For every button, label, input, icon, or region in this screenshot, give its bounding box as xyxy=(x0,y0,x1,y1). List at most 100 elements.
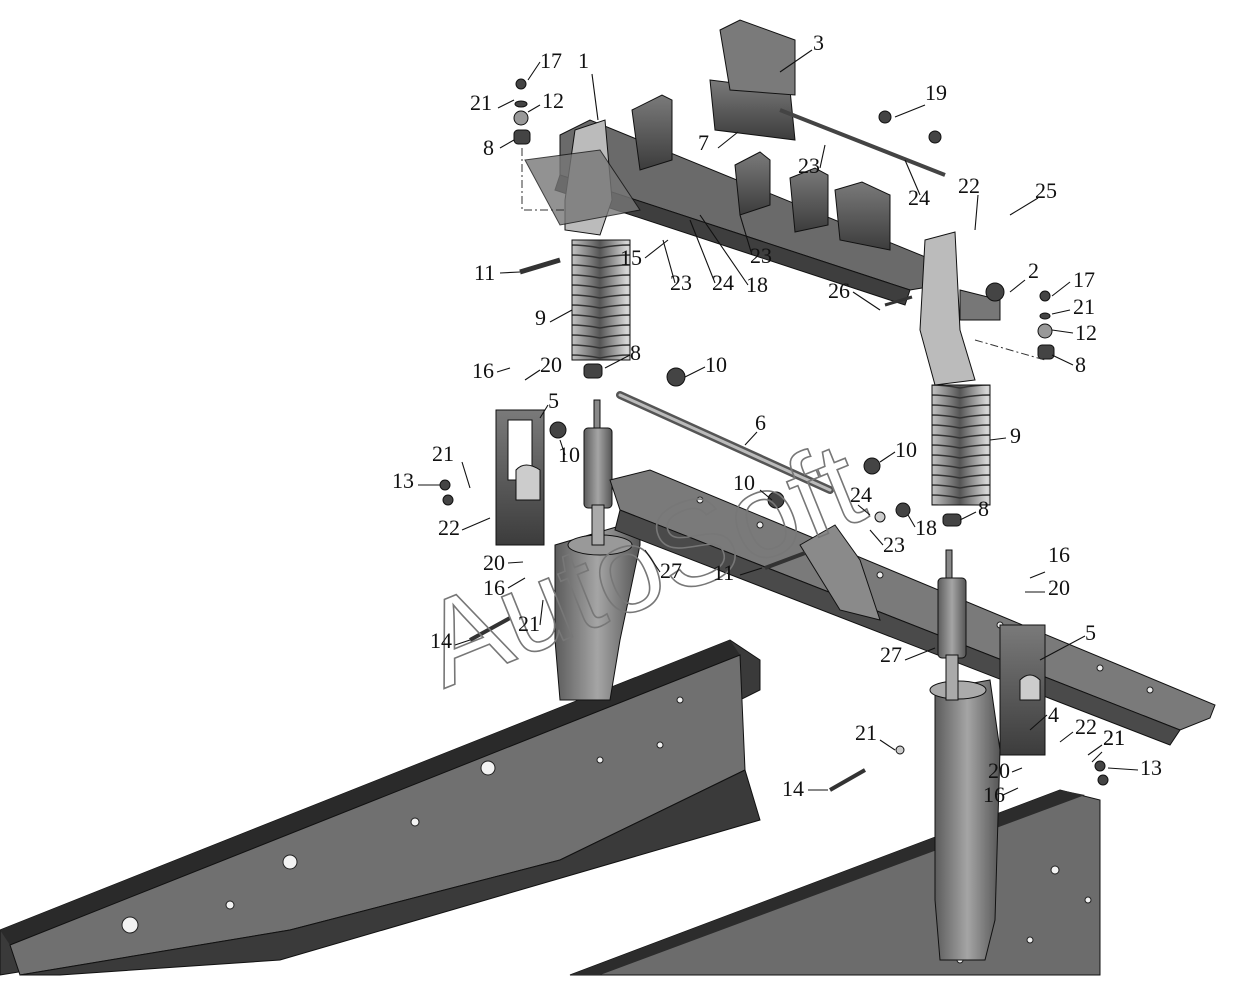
callout-label-24: 24 xyxy=(712,270,734,295)
callout-leader-22 xyxy=(1059,731,1074,743)
bolt-26 xyxy=(884,295,913,307)
bolt-11-upper xyxy=(519,257,561,275)
callout-leader-8 xyxy=(1051,354,1074,366)
callout-label-16: 16 xyxy=(472,358,494,383)
callout-leader-16 xyxy=(1029,571,1046,579)
callout-label-22: 22 xyxy=(1075,714,1097,739)
callout-label-3: 3 xyxy=(813,30,824,55)
callout-label-11: 11 xyxy=(713,560,734,585)
callout-label-27: 27 xyxy=(880,642,902,667)
callout-leader-24 xyxy=(689,219,716,284)
callout-label-12: 12 xyxy=(1075,320,1097,345)
callout-leader-10 xyxy=(684,366,706,378)
callout-leader-23 xyxy=(819,144,826,169)
callout-label-25: 25 xyxy=(1035,178,1057,203)
callout-label-24: 24 xyxy=(850,482,872,507)
callout-label-22: 22 xyxy=(438,515,460,540)
bolt-11-lower xyxy=(764,551,806,570)
callout-leader-10 xyxy=(559,439,566,456)
left-frame-rail xyxy=(0,639,761,976)
callout-label-17: 17 xyxy=(1073,267,1095,292)
callout-label-6: 6 xyxy=(755,410,766,435)
callout-label-21: 21 xyxy=(518,611,540,636)
callout-label-21: 21 xyxy=(1103,725,1125,750)
callout-leader-21 xyxy=(461,461,471,489)
callout-leaders xyxy=(418,49,1139,796)
callout-leader-20 xyxy=(507,561,524,564)
callout-leader-11 xyxy=(499,271,521,274)
watermark: AutoSoft xyxy=(403,415,882,713)
callout-label-22: 22 xyxy=(958,173,980,198)
callout-label-11: 11 xyxy=(474,260,495,285)
callout-label-9: 9 xyxy=(535,305,546,330)
callout-leader-21 xyxy=(1091,751,1103,763)
callout-leader-11 xyxy=(739,567,763,576)
left-shock-absorber xyxy=(583,399,613,546)
callout-leader-27 xyxy=(904,647,936,661)
callout-label-9: 9 xyxy=(1010,423,1021,448)
callout-label-23: 23 xyxy=(883,532,905,557)
callout-label-10: 10 xyxy=(895,437,917,462)
callout-label-19: 19 xyxy=(925,80,947,105)
callout-label-21: 21 xyxy=(470,90,492,115)
callout-label-16: 16 xyxy=(983,782,1005,807)
bolt-14-right xyxy=(829,768,866,792)
callout-leader-5 xyxy=(1039,635,1086,661)
hardware-nuts-washers xyxy=(439,78,1109,786)
left-mount-bracket-5 xyxy=(495,409,545,546)
callout-leader-16 xyxy=(507,577,526,589)
left-spring-bracket-1 xyxy=(524,119,641,236)
right-spring-bracket xyxy=(919,231,1001,386)
callout-leader-7 xyxy=(717,131,739,149)
callout-leader-22 xyxy=(461,517,491,531)
callout-label-17: 17 xyxy=(540,48,562,73)
callout-leader-21 xyxy=(497,99,515,109)
callout-label-14: 14 xyxy=(782,776,804,801)
callout-label-23: 23 xyxy=(798,153,820,178)
callout-label-8: 8 xyxy=(630,340,641,365)
callout-label-26: 26 xyxy=(828,278,850,303)
callout-label-27: 27 xyxy=(660,558,682,583)
callout-label-5: 5 xyxy=(548,388,559,413)
callout-leader-6 xyxy=(744,431,758,446)
callout-label-16: 16 xyxy=(1048,542,1070,567)
right-mount-bracket-5 xyxy=(999,624,1046,756)
callout-label-13: 13 xyxy=(1140,755,1162,780)
callout-leader-23 xyxy=(739,214,753,256)
callout-leader-8 xyxy=(499,139,515,149)
callout-label-23: 23 xyxy=(670,270,692,295)
callout-leader-24 xyxy=(904,159,921,196)
callout-leader-21 xyxy=(1087,744,1103,756)
right-coil-spring-9 xyxy=(931,384,991,506)
callout-leader-15 xyxy=(644,239,669,259)
callout-label-10: 10 xyxy=(705,352,727,377)
callout-label-16: 16 xyxy=(483,575,505,600)
callout-leader-4 xyxy=(1029,714,1048,731)
callout-label-20: 20 xyxy=(483,550,505,575)
callout-leader-13 xyxy=(1107,767,1139,771)
callout-label-21: 21 xyxy=(432,441,454,466)
callout-leader-3 xyxy=(779,49,813,73)
callout-leader-9 xyxy=(989,437,1007,441)
callout-label-18: 18 xyxy=(915,515,937,540)
callout-leader-23 xyxy=(662,239,676,284)
callout-leader-24 xyxy=(857,504,871,516)
callout-leader-22 xyxy=(974,194,979,231)
center-bracket xyxy=(799,524,881,621)
callout-leader-8 xyxy=(604,354,631,369)
callout-label-20: 20 xyxy=(1048,575,1070,600)
callout-leader-12 xyxy=(527,104,541,113)
callout-leader-10 xyxy=(759,489,773,501)
callout-leader-17 xyxy=(527,61,541,81)
callout-label-20: 20 xyxy=(540,352,562,377)
callout-leader-2 xyxy=(1009,279,1026,293)
right-shock-bracket-27 xyxy=(929,679,1001,961)
callout-label-18: 18 xyxy=(746,272,768,297)
callout-label-2: 2 xyxy=(1028,258,1039,283)
callout-label-21: 21 xyxy=(1103,725,1125,750)
callout-label-1: 1 xyxy=(578,48,589,73)
callout-label-5: 5 xyxy=(1085,620,1096,645)
callout-leader-12 xyxy=(1051,329,1074,334)
callout-leader-18 xyxy=(699,214,749,286)
